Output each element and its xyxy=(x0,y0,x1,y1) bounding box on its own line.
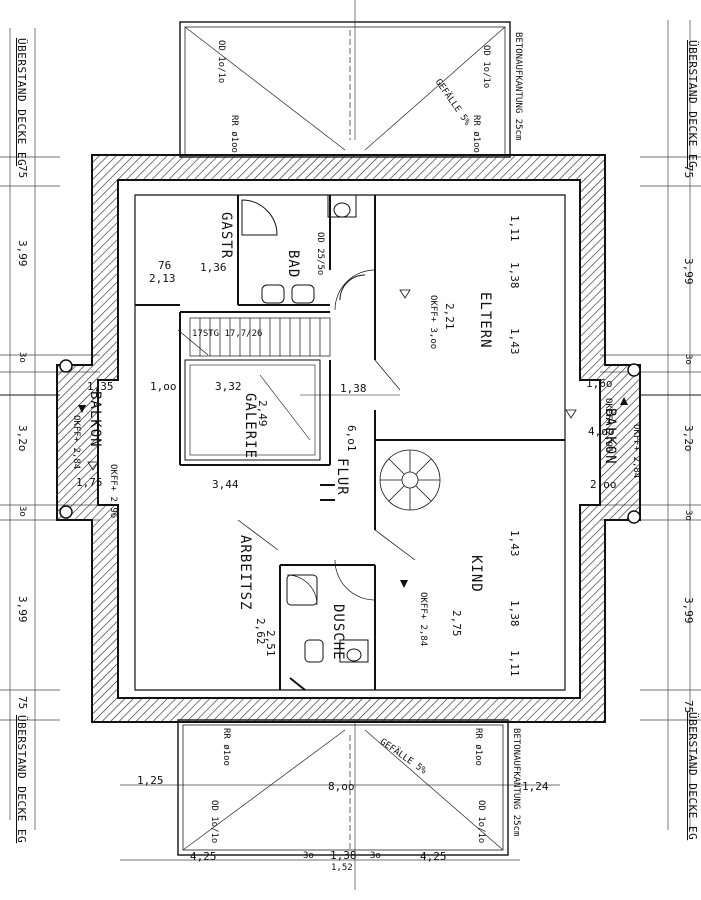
dim-right-399-bottom: 3,99 xyxy=(682,597,695,624)
dim-balkon-175: 1,75 xyxy=(76,476,103,489)
dim-left-30-b: 3o xyxy=(17,506,27,517)
dim-galerie-249: 2,49 xyxy=(256,400,269,427)
dim-left-75-top: 75 xyxy=(16,165,29,179)
dim-bottom-425-left: 4,25 xyxy=(190,850,217,863)
note-uberstand-left-top: ÜBERSTAND DECKE EG xyxy=(15,38,28,167)
room-eltern: ELTERN xyxy=(477,292,493,349)
door-swings xyxy=(177,269,416,601)
note-bad-od: OD 25/5o xyxy=(315,232,325,276)
dim-left-30-a: 3o xyxy=(17,352,27,363)
room-galerie: GALERIE xyxy=(242,393,258,460)
dim-balkon-100: 1,oo xyxy=(150,380,177,393)
note-okff-balkon-left-2: OKFF+ 2,96 xyxy=(108,464,118,519)
dim-left-320: 3,2o xyxy=(16,425,29,452)
note-okff-balkon-left: OKFF+ 2,84 xyxy=(71,415,81,470)
room-gastr: GASTR xyxy=(218,212,234,260)
dim-kind-111: 1,11 xyxy=(508,650,521,677)
dim-bottom-425-right: 4,25 xyxy=(420,850,447,863)
dim-right-75-top: 75 xyxy=(682,165,695,179)
spiral-stair xyxy=(379,449,441,511)
note-od-tr: OD 1o/1o xyxy=(481,45,491,89)
note-betonaufkantung-bottom: BETONAUFKANTUNG 25cm xyxy=(511,728,521,837)
bath-fixtures xyxy=(241,194,369,691)
note-uberstand-left-bottom: ÜBERSTAND DECKE EG xyxy=(15,715,28,844)
note-rr-br: RR ø1oo xyxy=(473,728,483,766)
note-stair: 17STG 17,7/26 xyxy=(192,329,263,339)
room-flur: FLUR xyxy=(334,458,350,496)
note-rr-tr: RR ø1oo xyxy=(471,115,481,153)
outer-walls xyxy=(56,154,641,723)
note-okff-balkon-right-2: OKFF+ 2,84 xyxy=(631,424,641,479)
note-uberstand-right-top: ÜBERSTAND DECKE EG xyxy=(686,40,699,169)
dim-eltern-143: 1,43 xyxy=(508,328,521,355)
level-markers xyxy=(78,397,628,588)
dim-kind-143: 1,43 xyxy=(508,530,521,557)
interior-walls xyxy=(135,195,565,690)
room-kind: KIND xyxy=(468,555,484,593)
staircase xyxy=(189,317,331,357)
dim-balkon-r-200: 2,oo xyxy=(590,478,617,491)
dim-bottom-124: 1,24 xyxy=(522,780,549,793)
dim-bottom-800: 8,oo xyxy=(328,780,355,793)
dim-right-399-top: 3,99 xyxy=(682,258,695,285)
dim-left-75-bottom: 75 xyxy=(16,696,29,710)
note-betonaufkantung-top: BETONAUFKANTUNG 25cm xyxy=(513,32,523,141)
dim-gastr-213: 2,13 xyxy=(149,272,176,285)
dim-kind-138: 1,38 xyxy=(508,600,521,627)
dim-galerie-332: 3,32 xyxy=(215,380,242,393)
note-okff-eltern: OKFF+ 3,oo xyxy=(428,295,438,350)
dim-right-30-a: 3o xyxy=(683,354,693,365)
dim-eltern-138: 1,38 xyxy=(508,262,521,289)
dim-balkon-135: 1,35 xyxy=(87,380,114,393)
dim-eltern-111: 1,11 xyxy=(508,215,521,242)
dim-right-320: 3,2o xyxy=(682,425,695,452)
dim-bottom-152: 1,52 xyxy=(331,863,353,873)
dim-galerie-344: 3,44 xyxy=(212,478,239,491)
dim-right-75-bottom: 75 xyxy=(682,700,695,714)
dim-flur-138: 1,38 xyxy=(340,382,367,395)
dim-bottom-30-a: 3o xyxy=(303,851,314,861)
note-rr-tl: RR ø1oo xyxy=(229,115,239,153)
dim-bottom-30-b: 3o xyxy=(370,851,381,861)
room-arbeitsz: ARBEITSZ xyxy=(237,535,253,611)
dim-eltern-221: 2,21 xyxy=(443,303,456,330)
dim-left-399-top: 3,99 xyxy=(16,240,29,267)
dim-balkon-r-400: 4,oo xyxy=(588,425,615,438)
dim-flur-601: 6,o1 xyxy=(345,425,358,452)
note-od-bl: OD 1o/1o xyxy=(209,800,219,844)
dim-bottom-138: 1,38 xyxy=(330,849,357,862)
note-od-br: OD 1o/1o xyxy=(476,800,486,844)
dim-balkon-r-160: 1,6o xyxy=(586,377,613,390)
dim-gastr-136: 1,36 xyxy=(200,261,227,274)
note-uberstand-right-bottom: ÜBERSTAND DECKE EG xyxy=(686,712,699,841)
note-okff-kind: OKFF+ 2,84 xyxy=(418,592,428,647)
dim-bottom-125: 1,25 xyxy=(137,774,164,787)
note-od-tl: OD 1o/1o xyxy=(216,40,226,84)
galerie-void xyxy=(184,359,321,461)
dim-left-399-bottom: 3,99 xyxy=(16,596,29,623)
dim-right-30-b: 3o xyxy=(683,510,693,521)
dim-gastr-76: 76 xyxy=(158,259,172,272)
note-rr-bl: RR ø1oo xyxy=(221,728,231,766)
room-bad: BAD xyxy=(285,250,301,279)
room-balkon-left: BALKON xyxy=(87,391,103,448)
dim-dusche-262: 2,62 xyxy=(254,618,267,645)
balcony-posts xyxy=(59,359,641,524)
room-dusche: DUSCHE xyxy=(330,604,346,661)
dim-kind-275: 2,75 xyxy=(450,610,463,637)
